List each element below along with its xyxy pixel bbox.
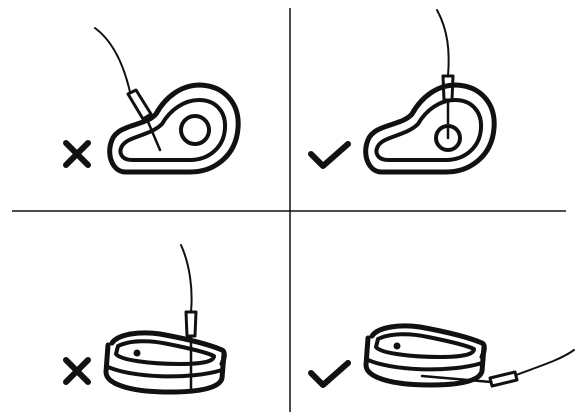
panel-top-left <box>66 28 238 172</box>
check-icon <box>311 363 348 385</box>
cross-icon <box>66 143 88 165</box>
panel-bottom-right <box>311 326 574 386</box>
steak-top-view <box>366 85 494 172</box>
thermometer-probe <box>181 245 196 390</box>
check-icon <box>311 144 348 166</box>
panel-bottom-left <box>66 245 224 392</box>
steak-side-view <box>106 333 224 392</box>
thermometer-probe <box>437 10 453 138</box>
panel-top-right <box>311 10 494 172</box>
cross-icon <box>66 360 88 382</box>
